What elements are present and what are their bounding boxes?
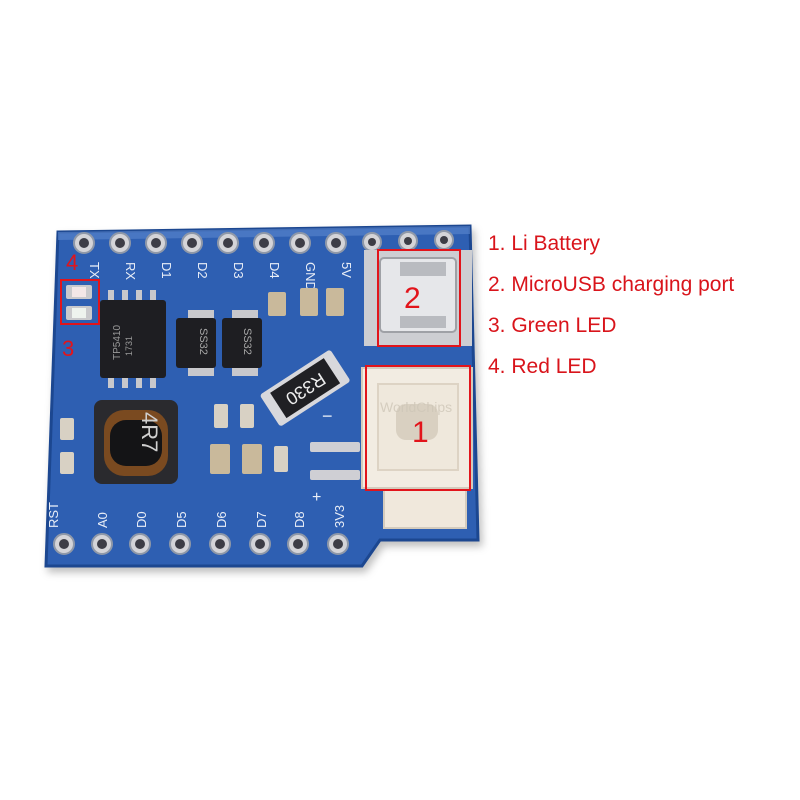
pin-pad: [73, 232, 95, 254]
pin-pad: [145, 232, 167, 254]
diode-1-label: SS32: [197, 328, 209, 355]
pin-pad: [325, 232, 347, 254]
charger-ic: TP5410 1731: [100, 290, 166, 388]
battery-connector: [361, 367, 473, 529]
pin-pad: [362, 232, 382, 252]
pin-label-rst: RST: [46, 502, 61, 528]
smd-resistor: [60, 418, 74, 440]
pin-pad: [109, 232, 131, 254]
smd-resistor: [60, 452, 74, 474]
smd-capacitor: [210, 444, 230, 474]
diode-2-label: SS32: [241, 328, 253, 355]
pin-pad: [434, 230, 454, 250]
pin-label-3v3: 3V3: [332, 505, 347, 528]
pin-pad: [217, 232, 239, 254]
feature-legend: 1. Li Battery 2. MicroUSB charging port …: [488, 228, 793, 392]
pin-label-d6: D6: [214, 511, 229, 528]
top-pin-header: [73, 230, 454, 254]
pin-pad: [169, 533, 191, 555]
pin-label-5v: 5V: [339, 262, 354, 278]
polarity-plus: +: [312, 489, 321, 506]
pin-label-d8: D8: [292, 511, 307, 528]
smd-capacitor: [300, 288, 318, 316]
pin-pad: [289, 232, 311, 254]
smd-resistor: [274, 446, 288, 472]
red-led: [66, 285, 92, 299]
pin-label-d2: D2: [195, 262, 210, 279]
pin-pad: [91, 533, 113, 555]
legend-item-red-led: 4. Red LED: [488, 355, 597, 378]
pin-pad: [287, 533, 309, 555]
pin-pad: [209, 533, 231, 555]
pin-label-d5: D5: [174, 511, 189, 528]
led-highlight-box: [60, 279, 100, 325]
green-led: [66, 306, 92, 320]
pin-pad: [181, 232, 203, 254]
pin-label-gnd: GND: [303, 262, 318, 291]
microusb-port: [364, 250, 472, 346]
pin-pad: [53, 533, 75, 555]
connector-pins: [310, 442, 360, 480]
smd-capacitor: [268, 292, 286, 316]
pin-label-rx: RX: [123, 262, 138, 280]
pin-label-d1: D1: [159, 262, 174, 279]
marker-1: 1: [412, 416, 429, 449]
usb-highlight-box: [377, 249, 461, 347]
schottky-diode-1: SS32: [176, 310, 216, 376]
polarity-minus: −: [322, 406, 333, 426]
power-inductor: 4R7: [94, 400, 178, 484]
inductor-label: 4R7: [137, 412, 162, 452]
pin-pad: [253, 232, 275, 254]
pin-label-d7: D7: [254, 511, 269, 528]
legend-item-green-led: 3. Green LED: [488, 314, 617, 337]
legend-item-li-battery: 1. Li Battery: [488, 232, 601, 255]
pin-label-a0: A0: [95, 512, 110, 528]
pin-label-d0: D0: [134, 511, 149, 528]
battery-highlight-box: [365, 365, 471, 491]
legend-item-microusb-port: 2. MicroUSB charging port: [488, 273, 735, 296]
smd-capacitor: [242, 444, 262, 474]
chip-label: TP5410: [112, 325, 123, 360]
bottom-pin-header: [53, 533, 349, 555]
pin-pad: [129, 533, 151, 555]
schottky-diode-2: SS32: [222, 310, 262, 376]
marker-4: 4: [66, 250, 78, 275]
smd-resistor: [240, 404, 254, 428]
smd-resistor: [214, 404, 228, 428]
pin-pad: [249, 533, 271, 555]
pin-label-d3: D3: [231, 262, 246, 279]
watermark: WorldChips: [380, 399, 452, 415]
pin-pad: [327, 533, 349, 555]
pin-label-d4: D4: [267, 262, 282, 279]
marker-2: 2: [404, 282, 421, 315]
pin-pad: [398, 231, 418, 251]
marker-3: 3: [62, 336, 74, 361]
chip-code: 1731: [124, 336, 134, 356]
smd-capacitor: [326, 288, 344, 316]
pin-label-tx: TX: [87, 262, 102, 279]
